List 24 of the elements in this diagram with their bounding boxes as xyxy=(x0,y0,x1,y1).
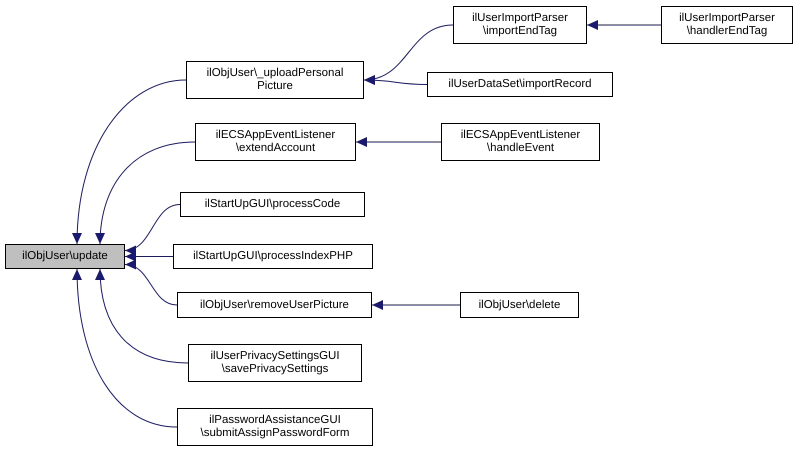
function-box: ilObjUser\update xyxy=(5,244,125,269)
function-box: ilECSAppEventListener \handleEvent xyxy=(441,123,600,161)
function-box: ilStartUpGUI\processIndexPHP xyxy=(173,244,373,269)
function-box: ilUserPrivacySettingsGUI \savePrivacySettings xyxy=(188,344,362,382)
arrow xyxy=(72,80,186,244)
function-box: ilObjUser\removeUserPicture xyxy=(177,292,372,318)
arrow xyxy=(96,142,196,244)
arrow xyxy=(72,268,178,428)
arrow xyxy=(124,252,174,262)
function-box: ilUserImportParser \importEndTag xyxy=(453,6,587,44)
function-box: ilECSAppEventListener \extendAccount xyxy=(195,123,356,161)
arrow xyxy=(124,261,178,306)
function-box: ilObjUser\_uploadPersonal Picture xyxy=(186,61,364,99)
function-box: ilPasswordAssistanceGUI \submitAssignPasswordForm xyxy=(177,408,373,446)
arrow xyxy=(95,268,188,364)
arrow xyxy=(356,137,442,147)
function-box: ilUserDataSet\importRecord xyxy=(427,72,613,97)
function-box: ilStartUpGUI\processCode xyxy=(180,192,365,217)
arrow xyxy=(124,204,180,254)
arrow xyxy=(372,300,460,310)
function-box: ilObjUser\delete xyxy=(460,292,579,318)
arrow xyxy=(586,20,662,30)
arrow xyxy=(364,75,428,86)
function-box: ilUserImportParser \handlerEndTag xyxy=(661,6,793,44)
